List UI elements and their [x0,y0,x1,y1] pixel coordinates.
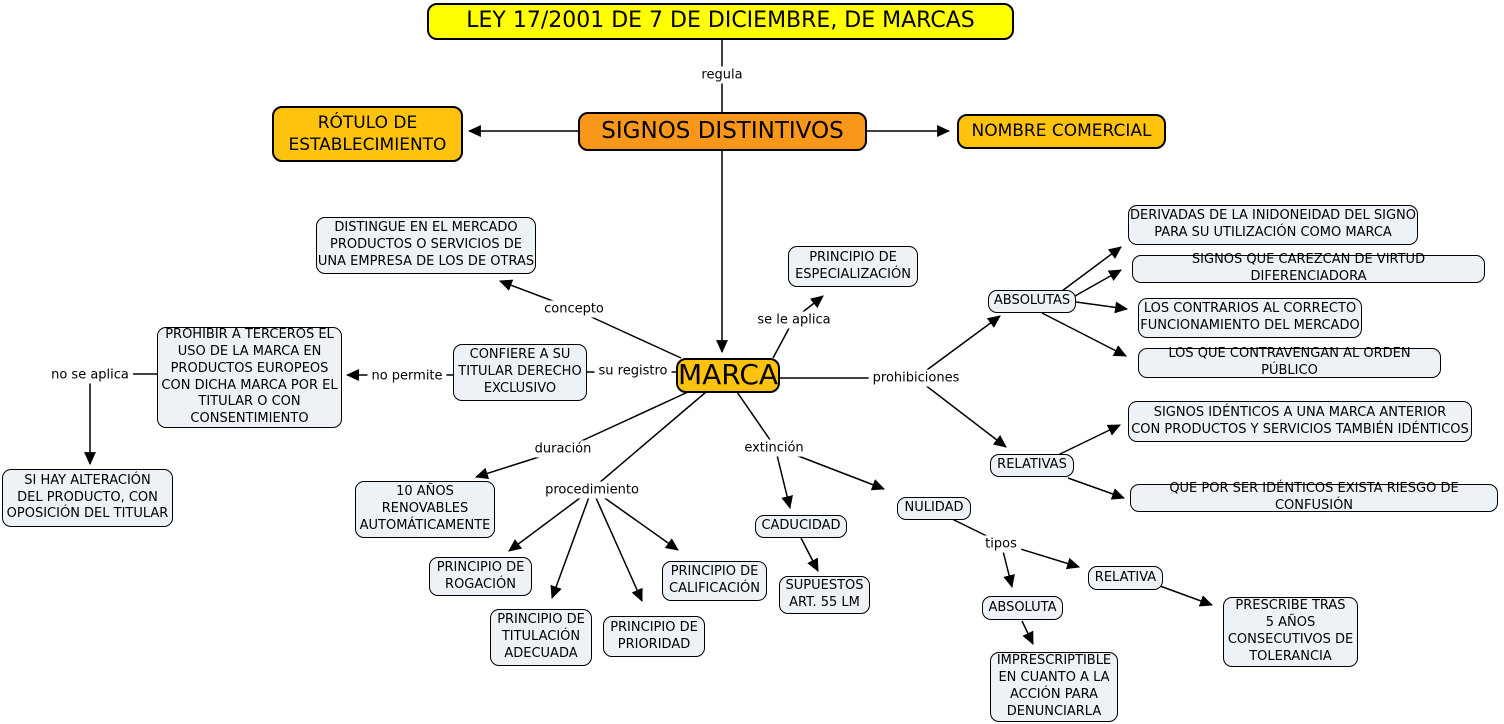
node-prohibiciones-relativas[interactable]: RELATIVAS [990,454,1074,477]
node-nulidad-absoluta[interactable]: ABSOLUTA [982,596,1063,620]
node-riesgo-confusion[interactable]: QUE POR SER IDÉNTICOS EXISTA RIESGO DE C… [1130,481,1498,513]
edge-line [1074,269,1122,297]
node-rotulo-establecimiento[interactable]: RÓTULO DE ESTABLECIMIENTO [272,106,463,162]
edge-line [591,488,679,551]
edge-line [1021,620,1034,645]
node-prohibiciones-absolutas[interactable]: ABSOLUTAS [988,290,1076,313]
link-label-concepto[interactable]: concepto [540,300,608,318]
node-distingue-concepto[interactable]: DISTINGUE EN EL MERCADO PRODUCTOS O SERV… [316,217,536,274]
link-label-extincion[interactable]: extinción [740,439,808,457]
node-diez-anos[interactable]: 10 AÑOS RENOVABLES AUTOMÁTICAMENTE [355,481,495,538]
node-nombre-comercial[interactable]: NOMBRE COMERCIAL [957,114,1166,149]
edge-line [1057,424,1121,456]
edge-line [915,377,1007,448]
edge-line [591,391,707,490]
edge-line [736,391,776,448]
link-label-tipos[interactable]: tipos [981,535,1021,553]
node-prescribe-tolerancia[interactable]: PRESCRIBE TRAS 5 AÑOS CONSECUTIVOS DE TO… [1223,597,1358,667]
node-contravengan-orden-publico[interactable]: LOS QUE CONTRAVENGAN AL ORDEN PÚBLICO [1138,346,1441,378]
edge-line [1159,585,1214,607]
node-prohibir-terceros[interactable]: PROHIBIR A TERCEROS EL USO DE LA MARCA E… [157,327,342,428]
link-label-su-registro[interactable]: su registro [594,362,672,380]
edge-line [800,537,819,572]
node-principio-rogacion[interactable]: PRINCIPIO DE ROGACIÓN [429,557,532,596]
link-label-regula[interactable]: regula [697,66,747,84]
node-carezcan-virtud[interactable]: SIGNOS QUE CAREZCAN DE VIRTUD DIFERENCIA… [1132,252,1485,284]
edge-line [774,446,793,510]
node-caducidad[interactable]: CADUCIDAD [755,515,847,538]
node-confiere-derecho[interactable]: CONFIERE A SU TITULAR DERECHO EXCLUSIVO [453,344,587,401]
node-signos-distintivos[interactable]: SIGNOS DISTINTIVOS [578,112,867,151]
node-contrarios-mercado[interactable]: LOS CONTRARIOS AL CORRECTO FUNCIONAMIENT… [1138,298,1362,338]
node-supuestos-art55[interactable]: SUPUESTOS ART. 55 LM [779,576,870,614]
link-label-procedimiento[interactable]: procedimiento [541,481,643,499]
edge-line [550,488,593,600]
node-nulidad-relativa[interactable]: RELATIVA [1088,566,1163,590]
node-marca[interactable]: MARCA [676,358,780,393]
node-nulidad[interactable]: NULIDAD [897,497,971,520]
edge-line [1041,312,1127,357]
node-principio-prioridad[interactable]: PRINCIPIO DE PRIORIDAD [603,616,705,657]
edge-line [591,488,643,602]
edge-line [1061,246,1122,292]
edge-line [508,488,593,552]
link-label-no-permite[interactable]: no permite [367,367,447,385]
edge-line [1067,477,1126,500]
node-alteracion-producto[interactable]: SI HAY ALTERACIÓN DEL PRODUCTO, CON OPOS… [2,469,173,527]
node-principio-titulacion[interactable]: PRINCIPIO DE TITULACIÓN ADECUADA [490,609,592,666]
edge-line [915,315,1001,379]
node-imprescriptible[interactable]: IMPRESCRIPTIBLE EN CUANTO A LA ACCIÓN PA… [990,652,1118,722]
link-label-prohibiciones[interactable]: prohibiciones [868,369,964,387]
node-signos-identicos[interactable]: SIGNOS IDÉNTICOS A UNA MARCA ANTERIOR CO… [1128,401,1472,442]
node-derivadas-inidoneidad[interactable]: DERIVADAS DE LA INIDONEIDAD DEL SIGNO PA… [1128,205,1418,245]
edge-line [563,391,689,450]
edge-line [1075,301,1129,314]
link-label-se-le-aplica[interactable]: se le aplica [753,311,835,329]
node-principio-calificacion[interactable]: PRINCIPIO DE CALIFICACIÓN [662,561,767,601]
link-label-no-se-aplica[interactable]: no se aplica [47,366,133,384]
node-principio-especializacion[interactable]: PRINCIPIO DE ESPECIALIZACIÓN [788,246,918,287]
link-label-duracion[interactable]: duración [530,440,596,458]
node-law-title[interactable]: LEY 17/2001 DE 7 DE DICIEMBRE, DE MARCAS [427,3,1014,40]
